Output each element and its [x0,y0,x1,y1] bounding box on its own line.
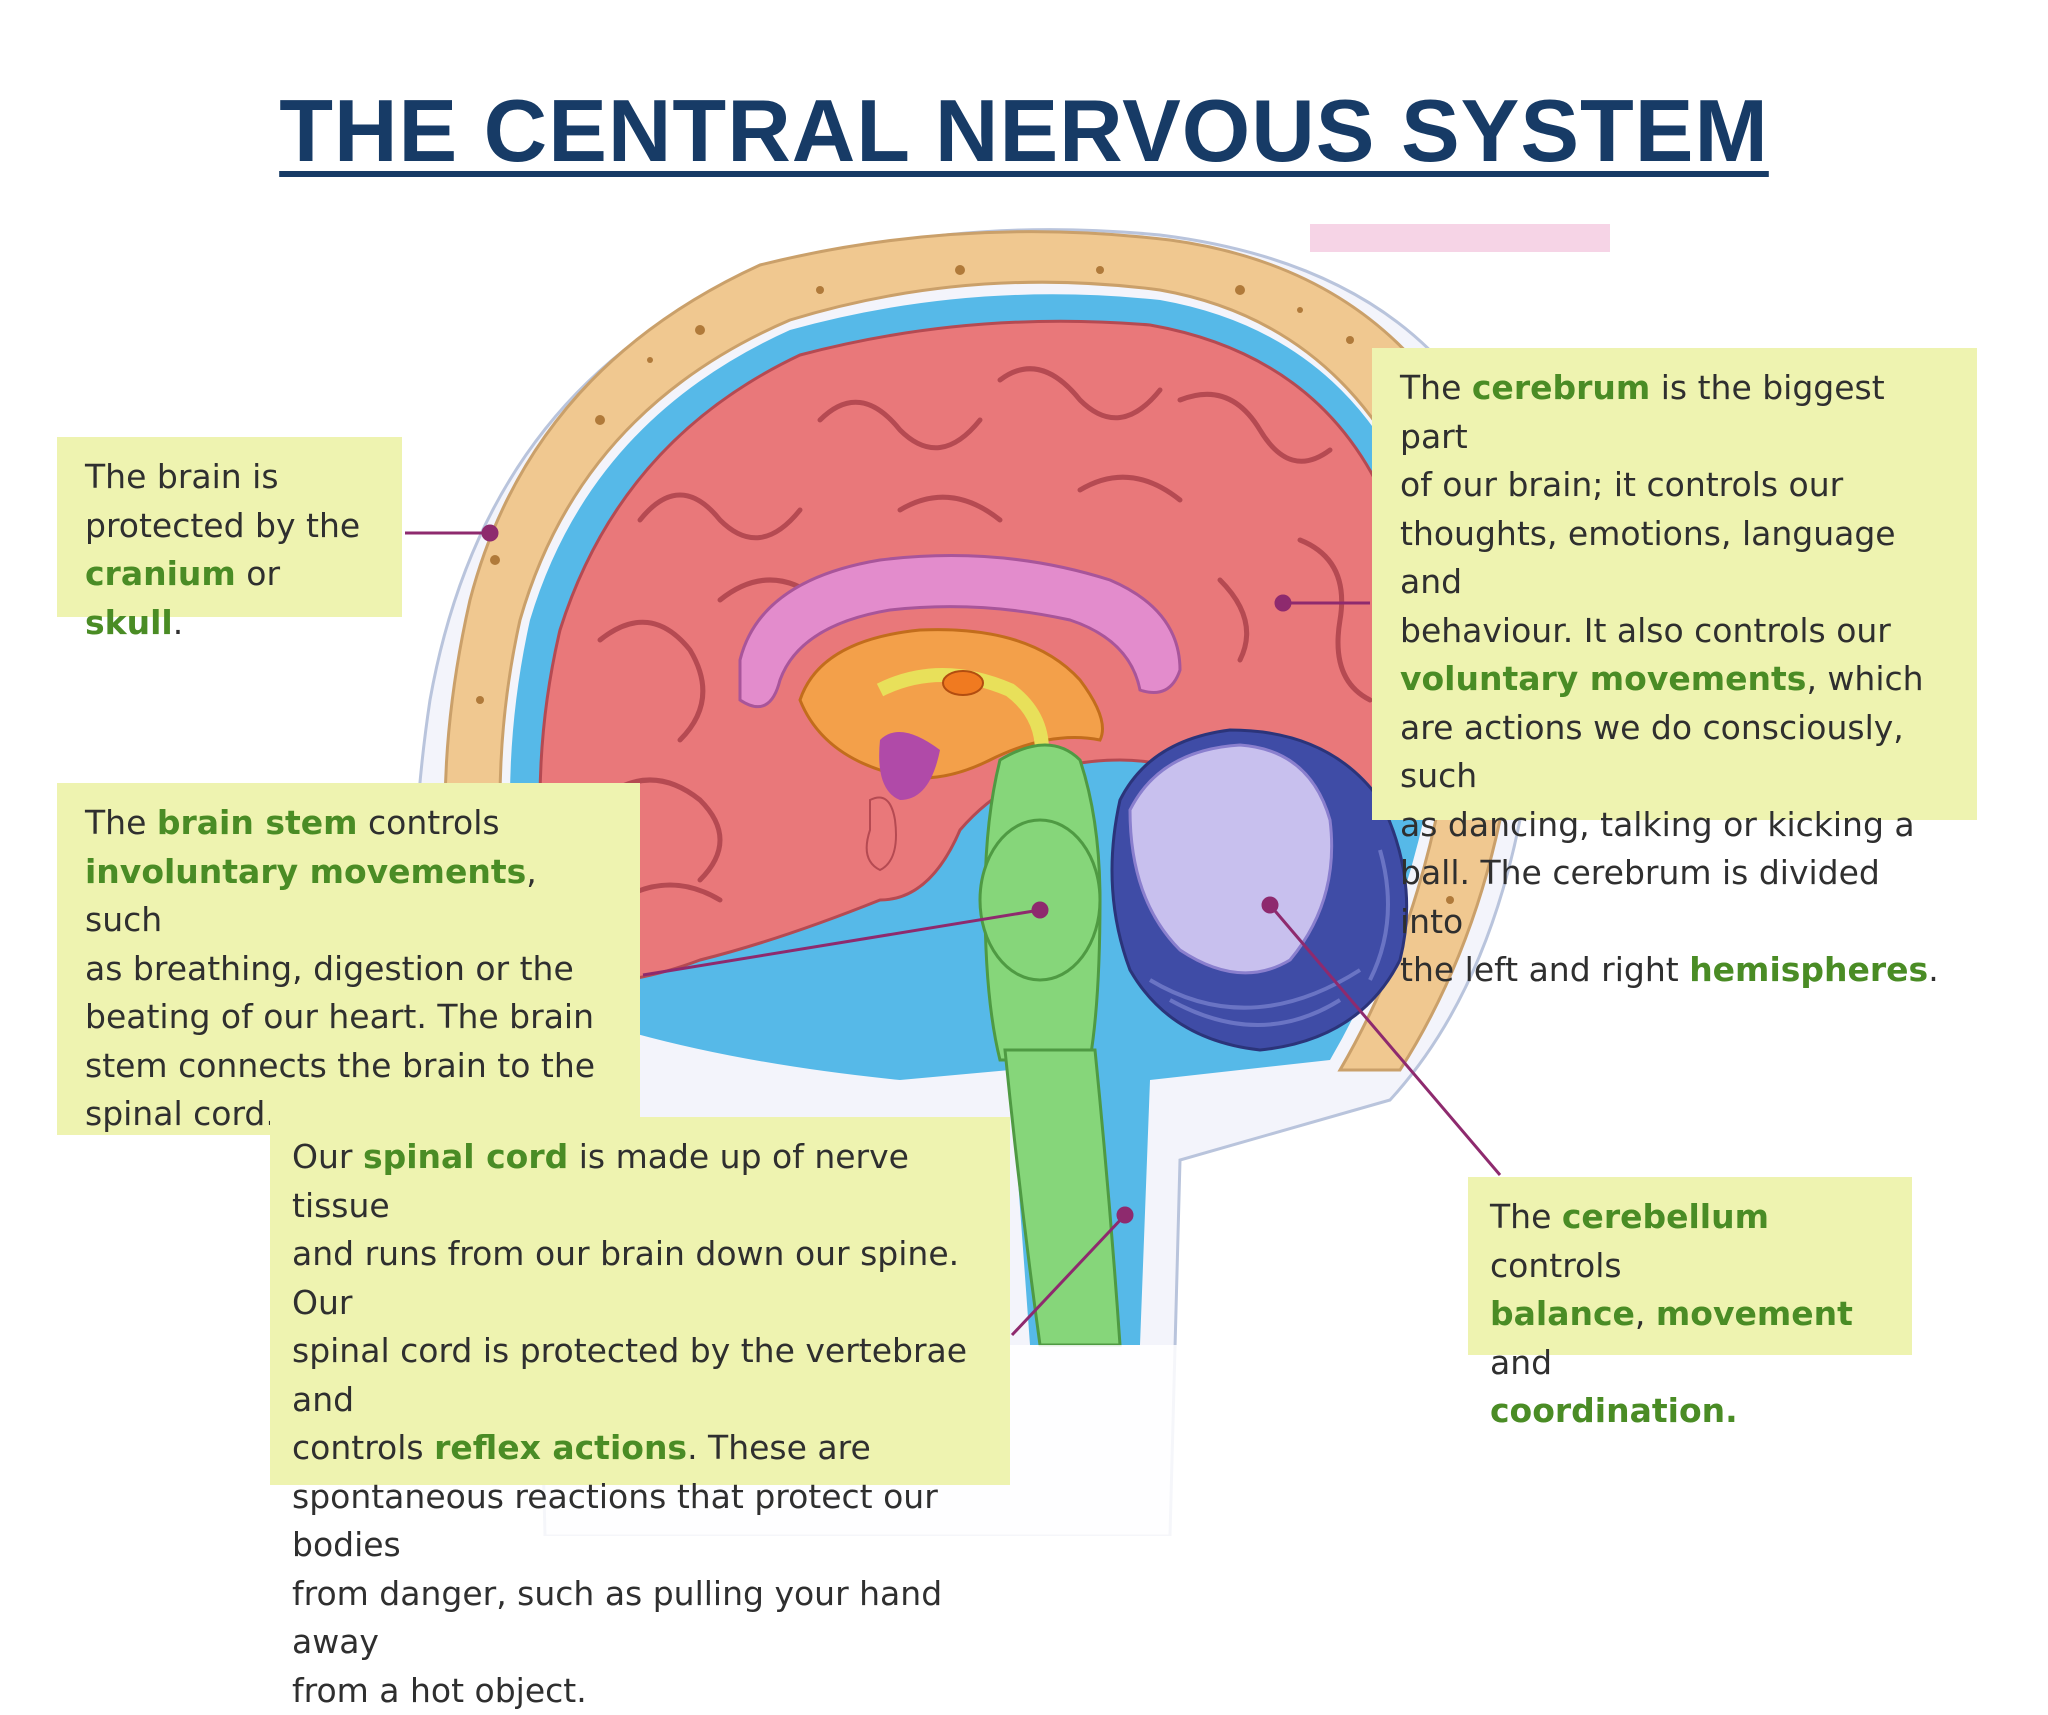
cerebellum-folia [1148,849,1390,1027]
note-cerebrum: The cerebrum is the biggest part of our … [1372,348,1977,989]
note-brain-stem-line-3: as breathing, digestion or the [85,948,574,988]
keyword-involuntary-movements: involuntary movements [85,851,527,891]
keyword-brain-stem: brain stem [156,803,358,842]
leader-line-brain-stem [642,908,1041,977]
note-spinal-cord-line-7: from a hot object. [292,1670,587,1710]
leader-lines [405,524,1502,1337]
note-cerebrum-period: . [1928,950,1939,989]
note-cerebrum-line-8: ball. The cerebrum is divided into [1400,853,1880,941]
note-cranium: The brain is protected by the cranium or… [57,437,402,642]
note-cerebrum-text-the: The [1400,368,1472,407]
note-cerebrum-line-2: of our brain; it controls our [1400,465,1844,504]
note-brain-stem-line-4: beating of our heart. The brain [85,997,595,1036]
note-cerebellum-line-1: controls [1490,1245,1622,1285]
keyword-cerebellum: cerebellum [1561,1197,1769,1236]
keyword-reflex-actions: reflex actions [434,1428,688,1467]
note-brain-stem-line-6: spinal cord. [85,1094,276,1133]
brain-sagittal-diagram [405,228,1541,1536]
corpus-callosum [738,554,1182,709]
pineal-gland [942,670,984,696]
pink-highlight-bar [1310,224,1610,252]
note-cerebrum-line-1: is the biggest part [1400,368,1885,456]
note-brain-stem-line-1: controls [357,803,500,842]
page-title: THE CENTRAL NERVOUS SYSTEM [279,81,1769,180]
note-cranium-text-or: or [235,554,281,593]
note-brain-stem-text-the: The [85,803,157,842]
pons [978,818,1102,982]
note-cerebellum-comma: , [1634,1294,1656,1333]
fornix [876,668,1049,772]
note-brain-stem-line-5: stem connects the brain to the [85,1045,596,1085]
note-cerebellum-period: . [1725,1391,1738,1430]
keyword-hemispheres: hemispheres [1689,950,1929,989]
pituitary-gland [865,796,897,872]
note-cerebellum-text-the: The [1490,1197,1562,1236]
leader-line-spinal-cord [1010,1213,1127,1337]
leader-dot-brain-stem [1031,901,1049,919]
note-cranium-period: . [172,602,184,642]
keyword-coordination: coordination [1490,1391,1726,1430]
note-spinal-cord-line-1: is made up of nerve tissue [292,1137,909,1225]
keyword-cerebrum: cerebrum [1471,368,1651,407]
note-spinal-cord-text-our: Our [292,1137,363,1176]
keyword-balance: balance [1490,1294,1635,1333]
note-cerebrum-line-9: the left and right [1400,950,1690,989]
leader-dot-cranium [481,524,499,542]
hypothalamus [879,732,940,800]
leader-line-cerebellum [1268,904,1502,1176]
note-spinal-cord-line-3: spinal cord is protected by the vertebra… [292,1331,968,1419]
note-cerebellum-text-and: and [1490,1342,1553,1382]
leader-dot-cerebellum [1261,896,1279,914]
keyword-spinal-cord: spinal cord [362,1137,569,1176]
note-cranium-line-1: The brain is [85,457,279,496]
note-cerebrum-line-3: thoughts, emotions, language and [1400,513,1896,602]
note-spinal-cord-line-2: and runs from our brain down our spine. … [292,1234,960,1322]
note-cranium-line-2: protected by the [85,505,361,545]
note-spinal-cord-text-controls: controls [292,1428,435,1467]
leader-dot-cerebrum [1274,594,1292,612]
keyword-voluntary-movements: voluntary movements [1400,659,1807,698]
note-spinal-cord-line-5: spontaneous reactions that protect our b… [292,1476,938,1565]
note-cerebrum-line-4: behaviour. It also controls our [1400,610,1891,650]
note-brain-stem: The brain stem controls involuntary move… [57,783,640,1135]
note-spinal-cord: Our spinal cord is made up of nerve tiss… [270,1117,1010,1710]
thalamus [798,628,1104,780]
note-brain-stem-line-2: , such [85,851,537,940]
note-cerebrum-line-6: are actions we do consciously, such [1400,707,1904,796]
keyword-cranium: cranium [85,554,236,593]
note-cerebellum: The cerebellum controls balance, movemen… [1468,1177,1912,1430]
note-spinal-cord-line-6: from danger, such as pulling your hand a… [292,1573,943,1662]
note-cerebrum-line-7: as dancing, talking or kicking a [1400,804,1915,844]
keyword-movement: movement [1655,1294,1853,1333]
note-cerebrum-line-5: , which [1806,659,1924,698]
note-spinal-cord-line-4: . These are [687,1428,871,1467]
keyword-skull: skull [85,602,173,642]
leader-dot-spinal-cord [1116,1206,1134,1224]
